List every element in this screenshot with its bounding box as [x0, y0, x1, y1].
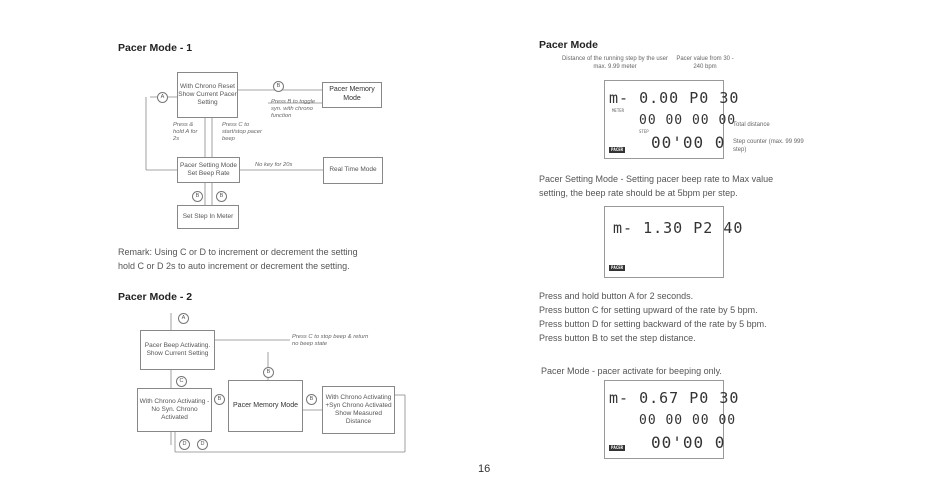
note-start-stop: Press C to start/stop pacer beep — [222, 122, 262, 143]
label-distance: Distance of the running step by the user… — [561, 56, 669, 70]
press-line-1: Press and hold button A for 2 seconds. — [539, 291, 694, 301]
button-d-marker: D — [179, 439, 190, 450]
note-toggle-syn: Press B to toggle syn. with chrono funct… — [271, 99, 316, 120]
activate-text: Pacer Mode - pacer activate for beeping … — [541, 366, 722, 376]
lcd1-meter-label: METER — [612, 108, 625, 113]
box-real-time-mode: Real Time Mode — [323, 157, 383, 184]
lcd1-step-label: STEP — [639, 129, 649, 134]
lcd2-pacer-tag: PACER — [609, 265, 626, 271]
button-a-marker: A — [157, 92, 168, 103]
setting-text-line-1: Pacer Setting Mode - Setting pacer beep … — [539, 174, 774, 184]
label-pacer-value: Pacer value from 30 - 240 bpm — [676, 56, 734, 70]
section-title-pacer-mode-2: Pacer Mode - 2 — [118, 291, 193, 303]
button-a-marker: A — [178, 313, 189, 324]
box-pacer-memory-mode-2: Pacer Memory Mode — [228, 380, 303, 432]
lcd1-row2: 00 00 00 00 — [639, 113, 737, 128]
section-title-pacer-mode-1: Pacer Mode - 1 — [118, 42, 193, 54]
button-b-marker: B — [216, 191, 227, 202]
box-syn-chrono: With Chrono Activating +Syn Chrono Activ… — [322, 386, 395, 434]
remark-line-2: hold C or D 2s to auto increment or decr… — [118, 260, 350, 271]
box-no-syn-chrono: With Chrono Activating - No Syn. Chrono … — [137, 388, 212, 432]
note-press-hold: Press & hold A for 2s — [173, 122, 198, 143]
box-pacer-beep: Pacer Beep Activating. Show Current Sett… — [140, 330, 215, 370]
setting-mode-text: Pacer Setting Mode - Setting pacer beep … — [539, 173, 839, 201]
lcd1-pacer-tag: PACER — [609, 147, 626, 153]
lcd3-row1: m- 0.67 P0 30 — [609, 389, 740, 407]
press-line-3: Press button D for setting backward of t… — [539, 318, 767, 329]
lcd3-row2: 00 00 00 00 — [639, 413, 737, 428]
lcd1-row1: m- 0.00 P0 30 — [609, 89, 740, 107]
box-chrono-reset: With Chrono Reset Show Current Pacer Set… — [177, 72, 238, 118]
lcd-display-3: m- 0.67 P0 30 00 00 00 00 00'00 0 PACER — [604, 380, 738, 459]
button-d-marker: D — [197, 439, 208, 450]
button-b-marker: B — [214, 394, 225, 405]
lcd1-row3: 00'00 0 — [651, 133, 726, 152]
setting-text-line-2: setting, the beep rate should be at 5bpm… — [539, 187, 738, 198]
lcd-display-1: m- 0.00 P0 30 METER 00 00 00 00 STEP 00'… — [604, 80, 738, 159]
lcd3-row3: 00'00 0 — [651, 433, 726, 452]
box-pacer-setting-mode: Pacer Setting Mode Set Beep Rate — [177, 157, 240, 183]
button-b-marker: B — [273, 81, 284, 92]
button-b-marker: B — [263, 367, 274, 378]
remark-line-1: Remark: Using C or D to increment or dec… — [118, 247, 358, 257]
button-c-marker: C — [176, 376, 187, 387]
box-set-step: Set Step In Meter — [177, 205, 239, 229]
press-line-4: Press button B to set the step distance. — [539, 332, 696, 343]
press-instructions: Press and hold button A for 2 seconds. P… — [539, 290, 859, 346]
label-total-distance: Total distance — [733, 122, 770, 128]
lcd-display-2: m- 1.30 P2 40 PACER — [604, 206, 742, 278]
right-page-title: Pacer Mode — [539, 39, 598, 51]
note-stop-beep: Press C to stop beep & return no beep st… — [292, 334, 369, 348]
box-pacer-memory-mode: Pacer Memory Mode — [322, 82, 382, 108]
note-no-key: No key for 20s — [255, 162, 293, 168]
page-number: 16 — [478, 463, 491, 475]
lcd3-pacer-tag: PACER — [609, 445, 626, 451]
remark: Remark: Using C or D to increment or dec… — [118, 246, 418, 274]
button-b-marker: B — [192, 191, 203, 202]
press-line-2: Press button C for setting upward of the… — [539, 304, 758, 315]
lcd2-row1: m- 1.30 P2 40 — [613, 219, 744, 237]
button-b-marker: B — [306, 394, 317, 405]
label-step-counter: Step counter (max. 99 999 step) — [733, 139, 804, 153]
